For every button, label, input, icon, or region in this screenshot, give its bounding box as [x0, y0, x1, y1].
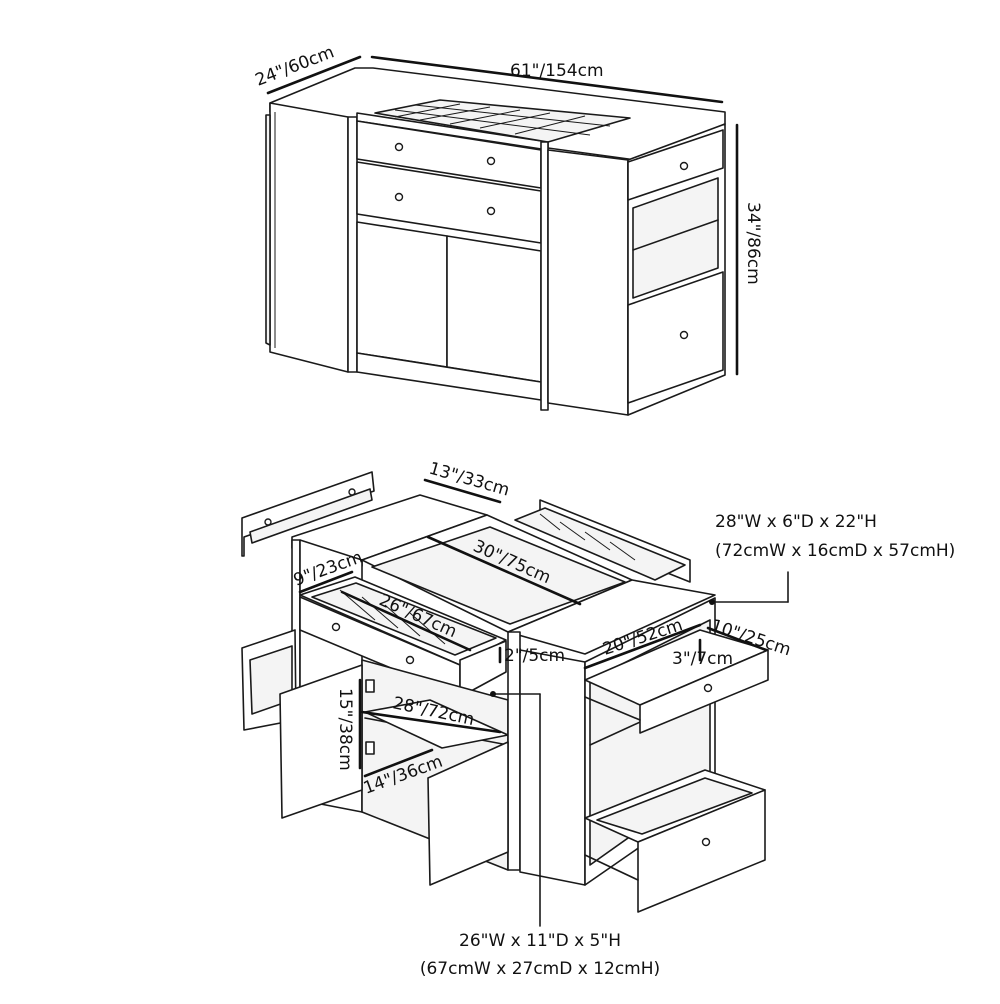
- right-bottom-drawer-front: [637, 789, 766, 913]
- carcass-top-right: [507, 579, 716, 655]
- left-front-edge: [347, 116, 358, 373]
- knob-icon: [703, 683, 713, 693]
- knob-icon: [348, 488, 356, 496]
- right-open-door: [427, 741, 509, 886]
- right-unit-edge: [540, 141, 549, 411]
- right-unit-side: [547, 149, 629, 416]
- drawer-spec-line1: 26"W x 11"D x 5"H: [459, 931, 621, 951]
- right-top-drawer: [627, 129, 724, 201]
- label-top-drawer-depth: 13"/33cm: [427, 459, 512, 501]
- assembled-dimension-lines: [266, 55, 739, 376]
- callout-dot-icon: [490, 691, 496, 697]
- right-cabinet-door: [446, 235, 542, 383]
- right-top-drawer-front: [639, 649, 769, 734]
- tray-spec-line1: 28"W x 6"D x 22"H: [715, 512, 877, 532]
- carcass-right-side: [519, 649, 586, 886]
- center-post: [507, 631, 521, 871]
- knob-icon: [394, 192, 404, 202]
- left-cabinet-door: [356, 221, 448, 368]
- right-bottom-drawer: [627, 271, 724, 404]
- callout-dot-icon: [709, 599, 715, 605]
- knob-icon: [264, 518, 272, 526]
- open-shelf-area: [632, 177, 719, 299]
- hinge-icon: [365, 679, 375, 693]
- knob-icon: [679, 161, 689, 171]
- knob-icon: [331, 622, 341, 632]
- knob-icon: [679, 330, 689, 340]
- label-drawer-gap: 2"/5cm: [504, 646, 565, 666]
- top-height-label: 34"/86cm: [743, 202, 763, 285]
- knob-icon: [405, 655, 415, 665]
- exploded-dimension-lines: [298, 478, 789, 927]
- left-side-panel: [269, 102, 349, 373]
- tray-spec-line2: (72cmW x 16cmD x 57cmH): [715, 541, 955, 561]
- assembled-island-view: [265, 67, 726, 416]
- knob-icon: [486, 206, 496, 216]
- label-shelf-height: 15"/38cm: [335, 688, 355, 771]
- top-width-label: 61"/154cm: [510, 61, 604, 81]
- exploded-island-view: [241, 471, 769, 913]
- knob-icon: [394, 142, 404, 152]
- knob-icon: [486, 156, 496, 166]
- top-tray-opening: [371, 526, 626, 625]
- hinge-icon: [365, 741, 375, 755]
- label-side-drawer-height: 3"/7cm: [672, 649, 733, 669]
- left-open-door: [279, 664, 363, 819]
- knob-icon: [701, 837, 711, 847]
- drawer-spec-line2: (67cmW x 27cmD x 12cmH): [420, 959, 660, 979]
